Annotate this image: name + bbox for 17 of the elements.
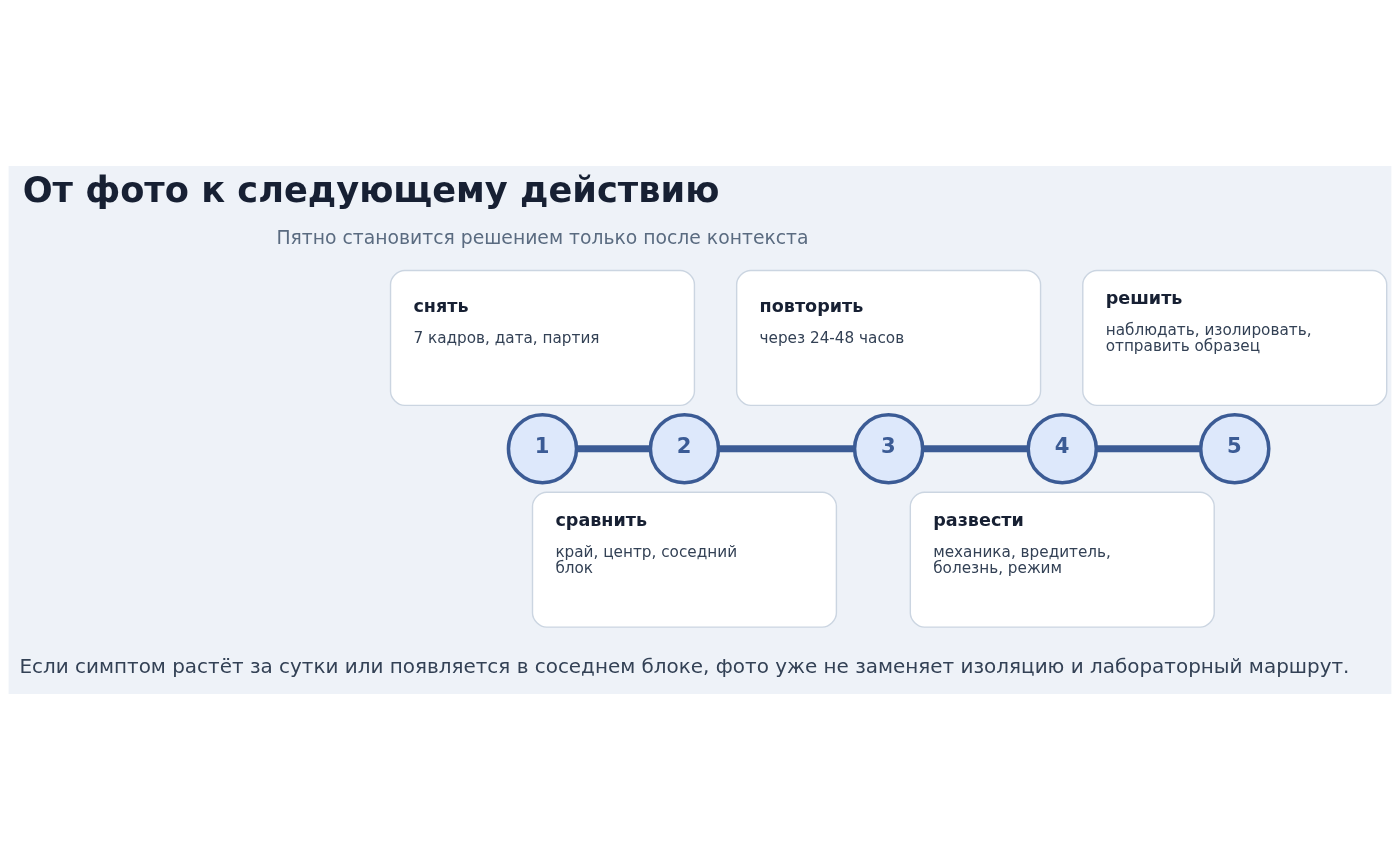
node-box: решить наблюдать, изолировать, отправить образец	[1082, 269, 1388, 407]
node-box: повторить через 24-48 часов	[735, 269, 1042, 407]
node-box: сравнить край, центр, соседний блок	[531, 491, 838, 628]
node-circle: 2	[648, 413, 721, 485]
connector	[576, 445, 651, 453]
node-box: снять 7 кадров, дата, партия	[389, 269, 696, 407]
connector	[718, 445, 855, 453]
connector	[1096, 445, 1201, 453]
node-circle: 1	[506, 413, 579, 485]
node-circle: 4	[1026, 413, 1099, 485]
label: Если симптом растёт за сутки или появляется в соседнем блоке, фото уже не заменяет изоляцию и лабораторный маршрут.	[19, 654, 1350, 678]
label: Пятно становится решением только после контекста	[276, 227, 809, 249]
node-circle: 5	[1198, 413, 1271, 485]
node-circle: 3	[852, 413, 925, 485]
node-box: развести механика, вредитель, болезнь, режим	[909, 491, 1215, 628]
diagram-title: От фото к следующему действию	[22, 169, 720, 211]
connector	[922, 445, 1028, 453]
